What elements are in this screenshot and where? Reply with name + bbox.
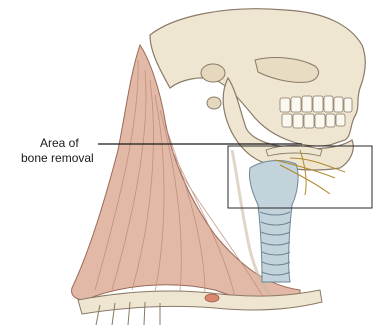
callout-label-line1: Area of xyxy=(40,136,79,150)
hyoid-nodule xyxy=(207,97,221,109)
trachea xyxy=(249,161,298,282)
lymph-node xyxy=(205,294,219,302)
callout-label-line2: bone removal xyxy=(21,151,94,165)
mastoid-process xyxy=(201,64,225,82)
upper-teeth xyxy=(280,96,352,112)
